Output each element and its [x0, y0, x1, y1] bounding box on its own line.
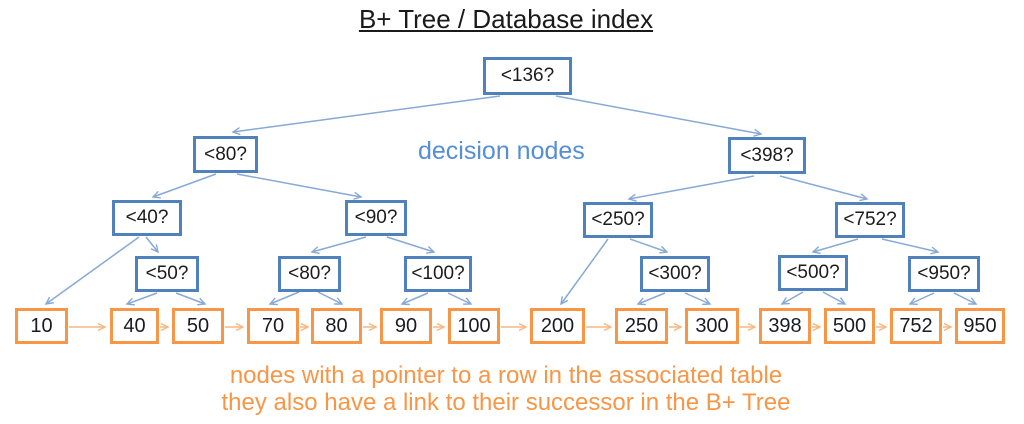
leaf-node-250: 250 — [615, 308, 668, 344]
leaf-node-398: 398 — [759, 308, 811, 344]
leaf-node-500: 500 — [824, 308, 875, 344]
decision-node-90: <90? — [345, 200, 407, 236]
leaf-node-200: 200 — [530, 308, 585, 344]
decision-node-80-l4: <80? — [278, 256, 341, 292]
decision-node-300: <300? — [640, 256, 710, 292]
decision-node-root: <136? — [483, 57, 572, 95]
decision-node-80-l2: <80? — [193, 136, 258, 173]
leaf-caption: nodes with a pointer to a row in the ass… — [0, 362, 1012, 416]
leaf-node-80: 80 — [311, 308, 362, 344]
decision-node-250: <250? — [583, 202, 653, 238]
decision-node-398: <398? — [728, 137, 806, 174]
leaf-node-40: 40 — [110, 308, 159, 344]
leaf-node-10: 10 — [15, 308, 68, 344]
decision-node-752: <752? — [835, 202, 905, 238]
decision-node-100: <100? — [404, 256, 472, 292]
decision-node-40: <40? — [112, 200, 182, 236]
leaf-node-100: 100 — [448, 308, 500, 344]
decision-node-950: <950? — [908, 256, 980, 292]
leaf-caption-line1: nodes with a pointer to a row in the ass… — [229, 362, 783, 389]
leaf-node-752: 752 — [890, 308, 942, 344]
decision-node-500: <500? — [778, 255, 848, 291]
leaf-node-70: 70 — [247, 308, 299, 344]
leaf-node-90: 90 — [380, 308, 432, 344]
page-title: B+ Tree / Database index — [358, 4, 654, 34]
decision-node-50: <50? — [135, 256, 199, 292]
leaf-caption-line2: they also have a link to their successor… — [221, 389, 791, 416]
leaf-node-50: 50 — [172, 308, 224, 344]
leaf-node-950: 950 — [955, 308, 1005, 344]
decision-nodes-caption: decision nodes — [418, 137, 585, 165]
leaf-node-300: 300 — [685, 308, 739, 344]
